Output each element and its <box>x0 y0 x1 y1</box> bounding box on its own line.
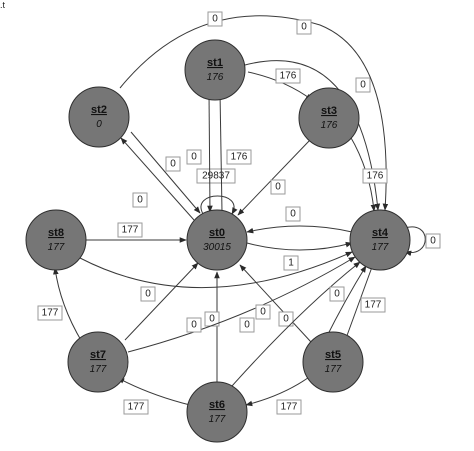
node-name: st7 <box>90 349 106 361</box>
edge-label: 0 <box>290 209 296 220</box>
edge-st7-st8[interactable]: 177 <box>37 267 83 343</box>
node-st3[interactable]: st3 176 <box>298 87 360 149</box>
edge-label: 0 <box>191 152 197 163</box>
edge-label: 0 <box>360 80 366 91</box>
edge-label: 0 <box>212 14 218 25</box>
edge-st7-st0[interactable]: 0 <box>124 262 199 341</box>
edge-label: 177 <box>128 402 145 413</box>
node-name: st3 <box>321 105 337 117</box>
edge-st1-st3[interactable]: 176 <box>247 68 313 101</box>
node-name: st2 <box>91 104 107 116</box>
corner-mark: .t <box>0 0 6 10</box>
edge-label: 0 <box>430 236 436 247</box>
edge-st2-st0[interactable]: 0 <box>130 131 201 214</box>
edge-st5-st4[interactable]: 0 <box>324 265 367 341</box>
edge-label: 0 <box>244 320 250 331</box>
node-count: 177 <box>372 242 389 253</box>
nodes: st0 30015 st1 176 st2 0 st3 176 st4 177 … <box>25 39 411 443</box>
edge-label: 0 <box>301 22 307 33</box>
node-count: 176 <box>207 72 224 83</box>
node-st1[interactable]: st1 176 <box>184 39 246 101</box>
node-name: st1 <box>207 57 223 69</box>
edge-st5-st6[interactable]: 177 <box>245 374 313 415</box>
node-st6[interactable]: st6 177 <box>186 381 248 443</box>
edge-st0-st2[interactable]: 0 <box>120 137 195 221</box>
node-st7[interactable]: st7 177 <box>67 331 129 393</box>
node-st8[interactable]: st8 177 <box>25 209 87 271</box>
edge-st3-st4[interactable]: 176 <box>349 135 388 212</box>
node-count: 177 <box>325 364 342 375</box>
edge-label: 177 <box>42 308 59 319</box>
edge-st4-st4[interactable]: 0 <box>404 226 441 257</box>
node-count: 30015 <box>203 242 231 253</box>
edge-st5-st0[interactable]: 0 <box>239 264 312 343</box>
edge-st2-st4[interactable]: 0 0 <box>119 11 389 211</box>
edge-st7-st4[interactable]: 0 <box>127 256 356 353</box>
edge-st1-st0[interactable]: 0 <box>186 91 213 213</box>
node-count: 177 <box>209 414 226 425</box>
node-name: st0 <box>209 227 225 239</box>
node-st0[interactable]: st0 30015 <box>186 209 248 271</box>
edge-st6-st4[interactable]: 0 0 <box>231 261 361 387</box>
edge-label: 176 <box>280 71 297 82</box>
node-count: 176 <box>321 120 338 131</box>
node-st2[interactable]: st2 0 <box>68 86 130 148</box>
node-count: 177 <box>90 364 107 375</box>
edge-st4-st5[interactable]: 177 <box>344 266 386 342</box>
node-count: 0 <box>96 119 102 130</box>
node-st5[interactable]: st5 177 <box>302 331 364 393</box>
edge-st4-st0[interactable]: 0 <box>246 206 353 234</box>
edge-st0-st4[interactable]: 1 <box>246 241 353 271</box>
edge-label: 176 <box>231 152 248 163</box>
node-st4[interactable]: st4 177 <box>349 209 411 271</box>
edge-st6-st7[interactable]: 177 <box>117 377 191 415</box>
edge-st8-st0[interactable]: 177 <box>86 222 187 243</box>
edge-st0-st1[interactable]: 176 <box>217 91 252 213</box>
edge-label: 0 <box>209 314 215 325</box>
edge-label: 177 <box>122 225 139 236</box>
edge-label: 1 <box>288 258 294 269</box>
edge-label: 0 <box>137 195 143 206</box>
edge-st3-st0[interactable]: 0 <box>237 139 311 216</box>
edge-st8-st4[interactable] <box>79 251 353 288</box>
node-name: st8 <box>48 227 64 239</box>
node-name: st4 <box>372 227 389 239</box>
edge-label: 176 <box>367 171 384 182</box>
node-name: st6 <box>209 399 225 411</box>
edge-label: 0 <box>283 314 289 325</box>
edge-st6-st0[interactable]: 0 <box>204 271 220 384</box>
edge-label: 0 <box>334 289 340 300</box>
edge-label: 177 <box>365 300 382 311</box>
edge-label: 0 <box>191 320 197 331</box>
edge-label: 0 <box>145 289 151 300</box>
edge-label: 0 <box>275 182 281 193</box>
edge-label: 0 <box>260 307 266 318</box>
edges: 29837 176 0 0 0 0 <box>37 11 441 415</box>
node-name: st5 <box>325 349 341 361</box>
edge-label: 29837 <box>202 171 230 182</box>
edge-label: 0 <box>170 159 176 170</box>
edge-label: 177 <box>281 402 298 413</box>
edge-st0-st0[interactable]: 29837 <box>196 168 238 215</box>
node-count: 177 <box>48 242 65 253</box>
